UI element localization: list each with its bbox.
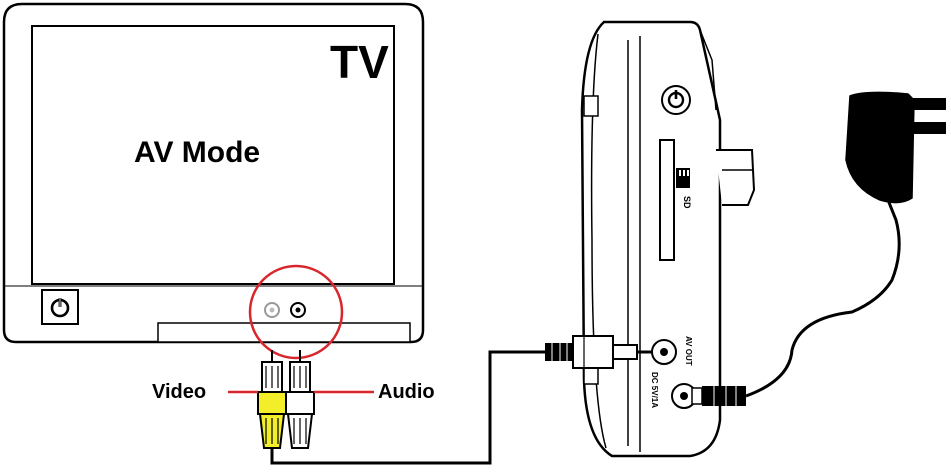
av-out-label: AV OUT xyxy=(684,336,693,366)
power-adapter-icon xyxy=(845,91,946,204)
tv-label: TV xyxy=(330,36,389,88)
tv-stand-base xyxy=(157,322,411,343)
screen-mode-text: AV Mode xyxy=(134,136,260,169)
player-stand xyxy=(716,149,756,206)
video-label: Video xyxy=(152,381,206,403)
power-icon[interactable] xyxy=(661,85,691,115)
sd-card-icon xyxy=(676,168,690,188)
callout-circle xyxy=(248,264,344,360)
sd-card-slot[interactable] xyxy=(659,139,675,261)
audio-plug[interactable] xyxy=(285,350,315,449)
audio-plug-body xyxy=(285,391,315,415)
video-jack[interactable] xyxy=(264,302,280,318)
dc-in-label: DC 5V/1A xyxy=(650,372,659,408)
tv-screen xyxy=(31,25,395,285)
video-plug-body xyxy=(257,391,287,415)
sd-label: SD xyxy=(682,196,692,209)
av-cable xyxy=(270,350,545,465)
audio-jack[interactable] xyxy=(290,302,306,318)
audio-label: Audio xyxy=(378,381,435,403)
av-out-plug[interactable] xyxy=(545,335,652,369)
power-cord xyxy=(745,199,901,398)
av-out-jack[interactable] xyxy=(651,339,677,365)
dc-plug[interactable] xyxy=(691,386,746,406)
power-icon[interactable] xyxy=(41,289,79,325)
tv: TV AV Mode xyxy=(2,2,425,360)
video-plug[interactable] xyxy=(257,350,287,449)
